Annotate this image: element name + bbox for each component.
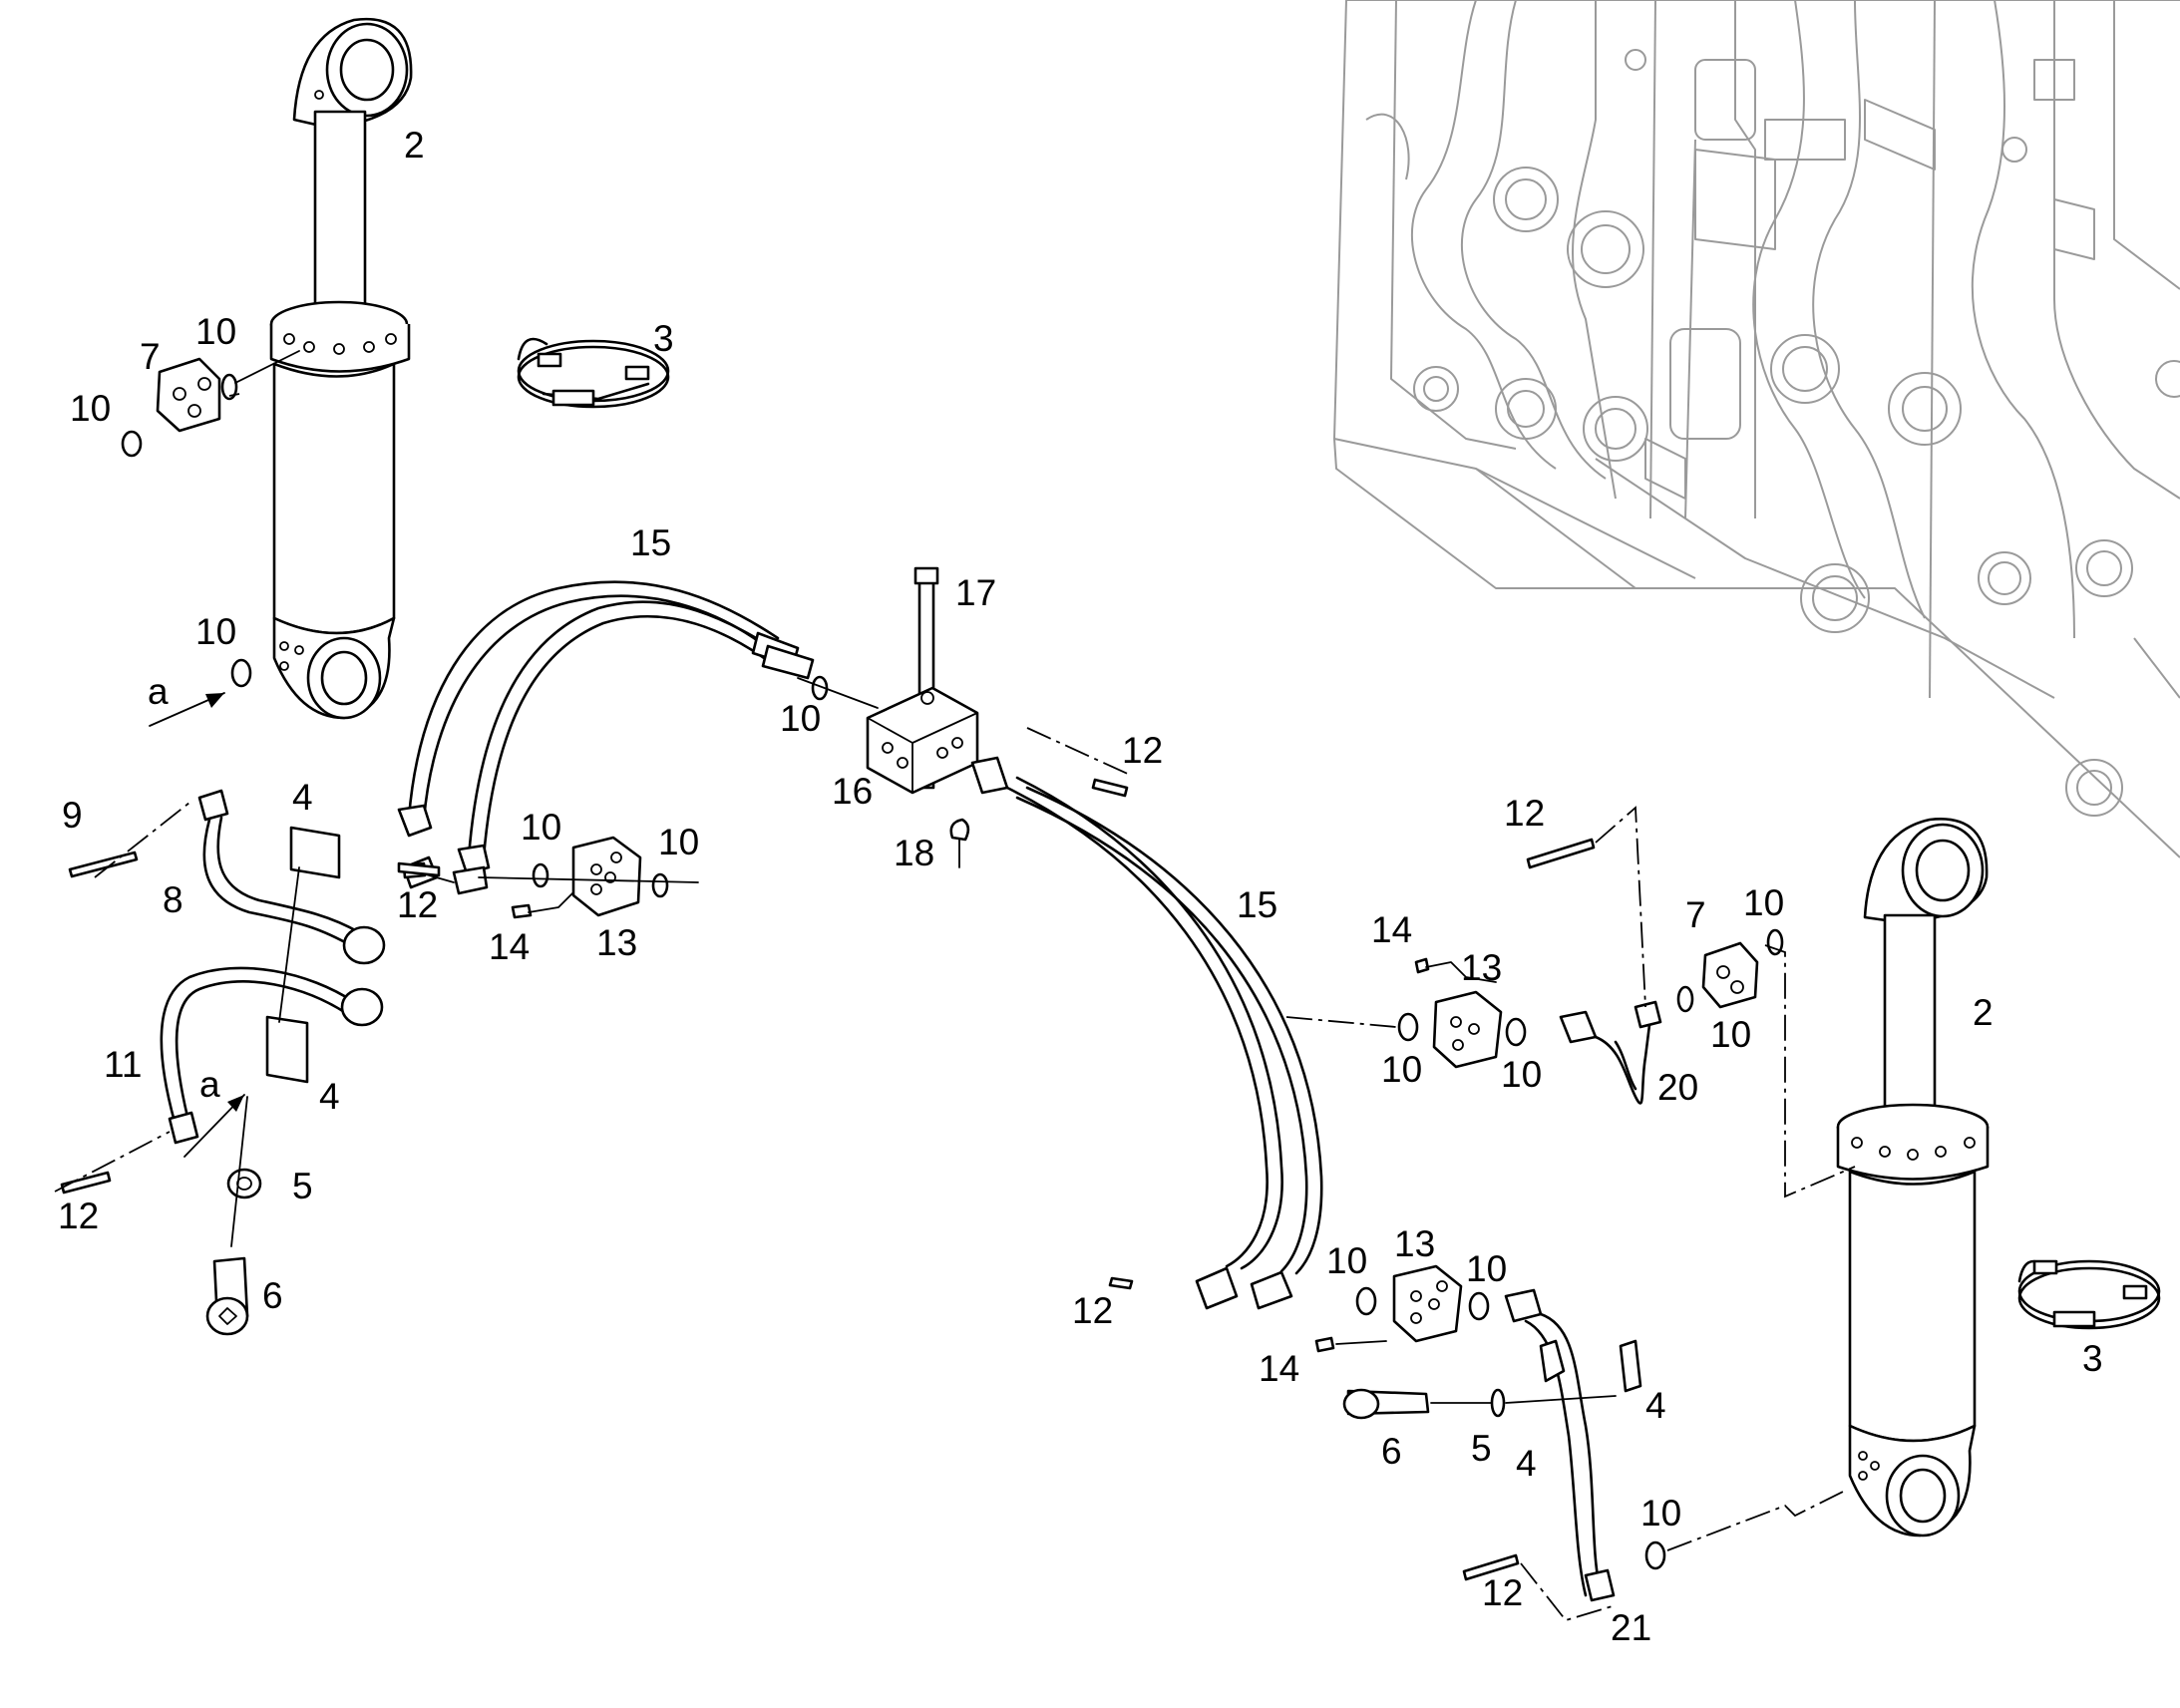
pin-6-right — [1342, 1388, 1617, 1420]
callout-5-right: 5 — [1471, 1428, 1492, 1469]
valve-block-16 — [797, 566, 1009, 868]
o-ring-10-left-c — [230, 658, 252, 688]
fittings-right-upper — [1397, 957, 1662, 1105]
callout-20: 20 — [1657, 1067, 1698, 1108]
callout-17: 17 — [955, 572, 996, 613]
callout-10-c: 10 — [195, 611, 236, 652]
callout-10-i: 10 — [1381, 1049, 1422, 1090]
callout-15-a: 15 — [630, 522, 671, 563]
callout-3-top: 3 — [653, 318, 674, 359]
machine-frame-drawing — [1333, 0, 2180, 858]
callout-10-b: 10 — [70, 388, 111, 429]
tube-8 — [197, 789, 386, 965]
callout-10-j: 10 — [1501, 1054, 1542, 1095]
callout-14-c: 14 — [1259, 1348, 1299, 1389]
callout-14-b: 14 — [1371, 909, 1412, 950]
callout-13-b: 13 — [1461, 947, 1502, 988]
callout-a-upper: a — [148, 671, 169, 712]
o-ring-10-right-low — [1644, 1540, 1666, 1570]
callout-7-left: 7 — [140, 336, 161, 377]
callout-4-d: 4 — [1516, 1443, 1537, 1484]
callout-12-f: 12 — [1482, 1572, 1523, 1613]
o-ring-10-left-b — [220, 373, 238, 401]
callout-a-lower: a — [199, 1064, 220, 1105]
callout-10-l: 10 — [1466, 1248, 1507, 1289]
callout-18: 18 — [894, 833, 934, 873]
callout-15-b: 15 — [1237, 884, 1277, 925]
hose-15-lower — [1005, 776, 1323, 1310]
callout-8: 8 — [163, 879, 183, 920]
callout-10-h: 10 — [1710, 1014, 1751, 1055]
callout-11: 11 — [104, 1044, 142, 1085]
callout-10-e: 10 — [521, 807, 561, 848]
leader-lines — [54, 393, 1856, 1622]
callout-4-c: 4 — [1645, 1385, 1666, 1426]
callout-7-right: 7 — [1685, 894, 1706, 935]
flange-left — [121, 350, 300, 458]
pin-6-left — [205, 1256, 249, 1336]
hose-15-upper — [397, 580, 815, 875]
tube-11 — [160, 966, 384, 1145]
fittings-right-lower — [1314, 1264, 1642, 1602]
callout-5-left: 5 — [292, 1166, 313, 1206]
callout-12-c: 12 — [1504, 793, 1545, 834]
callout-10-d: 10 — [780, 698, 821, 739]
callout-12-b: 12 — [397, 884, 438, 925]
callout-21: 21 — [1611, 1607, 1651, 1648]
callout-12-a: 12 — [1122, 730, 1163, 771]
washer-5-left — [226, 1096, 262, 1247]
callout-13-a: 13 — [596, 922, 637, 963]
callout-10-m: 10 — [1640, 1493, 1681, 1534]
callout-9: 9 — [62, 795, 83, 836]
callout-6-right: 6 — [1381, 1431, 1402, 1472]
callout-10-k: 10 — [1326, 1240, 1367, 1281]
brackets-4-left — [265, 826, 341, 1084]
clamp-3-right — [2017, 1259, 2161, 1330]
arrow-a-upper — [149, 692, 225, 727]
callout-2-right: 2 — [1973, 992, 1994, 1033]
hydraulic-cylinder-left — [269, 17, 413, 720]
clamp-3-top — [517, 337, 670, 409]
callout-14-a: 14 — [489, 926, 530, 967]
callout-12-d: 12 — [58, 1196, 99, 1236]
callout-6-left: 6 — [262, 1275, 283, 1316]
flange-right — [1676, 928, 1784, 1013]
o-ring-10-mid-a — [532, 862, 549, 888]
callout-10-a: 10 — [195, 311, 236, 352]
o-ring-10-left-a — [121, 430, 143, 458]
arrow-a-lower — [183, 1094, 245, 1158]
callout-16: 16 — [832, 771, 873, 812]
callout-10-g: 10 — [1743, 882, 1784, 923]
callout-12-e: 12 — [1072, 1290, 1113, 1331]
o-ring-10-mid-b — [651, 872, 669, 898]
hydraulic-cylinder-right — [1836, 818, 1990, 1537]
callout-4-b: 4 — [319, 1076, 340, 1117]
callout-labels: 2 10 7 10 3 10 a 15 17 10 16 12 9 4 8 10… — [58, 125, 2103, 1648]
callout-3-right: 3 — [2082, 1338, 2103, 1379]
callout-13-c: 13 — [1394, 1223, 1435, 1264]
callout-4-a: 4 — [292, 777, 313, 818]
screws-12 — [60, 778, 1596, 1581]
callout-10-f: 10 — [658, 822, 699, 862]
callout-2-left: 2 — [404, 125, 425, 166]
fittings-left — [402, 836, 699, 919]
